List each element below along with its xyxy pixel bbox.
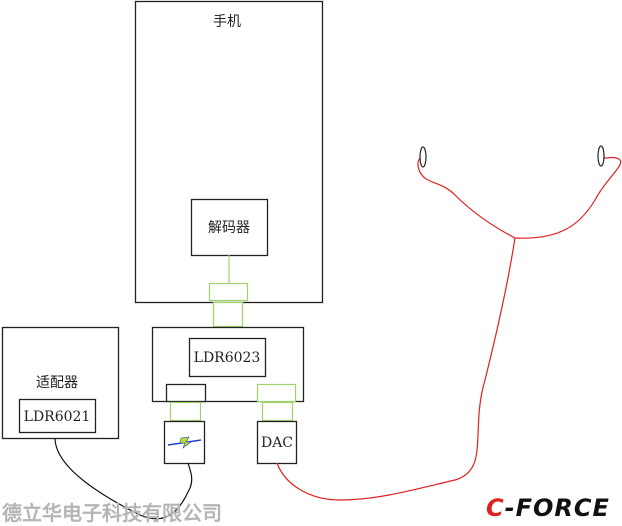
power-port bbox=[165, 383, 207, 403]
left-earbud-icon bbox=[419, 146, 427, 168]
decoder-box bbox=[190, 198, 269, 257]
audio-connector bbox=[261, 401, 294, 422]
left-earphone-wire bbox=[417, 156, 516, 239]
audio-cable bbox=[276, 237, 516, 501]
company-watermark: 德立华电子科技有限公司 bbox=[2, 501, 222, 525]
phone-usb-port bbox=[208, 282, 249, 302]
usb-c-plug bbox=[212, 301, 244, 328]
ldr6021-label: LDR6021 bbox=[24, 409, 91, 425]
power-cable bbox=[54, 437, 193, 520]
decoder-label: 解码器 bbox=[208, 220, 250, 236]
lightning-icon bbox=[167, 436, 202, 449]
brand-logo-rest: -FORCE bbox=[504, 494, 610, 522]
ldr6023-label: LDR6023 bbox=[194, 350, 261, 366]
adapter-title: 适配器 bbox=[36, 375, 78, 391]
right-earphone-wire bbox=[514, 156, 622, 239]
phone-title: 手机 bbox=[213, 14, 241, 30]
ldr6021-chip bbox=[18, 398, 97, 434]
power-connector bbox=[169, 401, 202, 422]
audio-port bbox=[256, 383, 297, 403]
dac-label: DAC bbox=[261, 435, 293, 451]
brand-logo: C-FORCE bbox=[486, 494, 610, 522]
ldr6023-chip bbox=[188, 337, 267, 378]
brand-logo-prefix: C bbox=[486, 494, 505, 522]
right-earbud-icon bbox=[597, 145, 605, 167]
